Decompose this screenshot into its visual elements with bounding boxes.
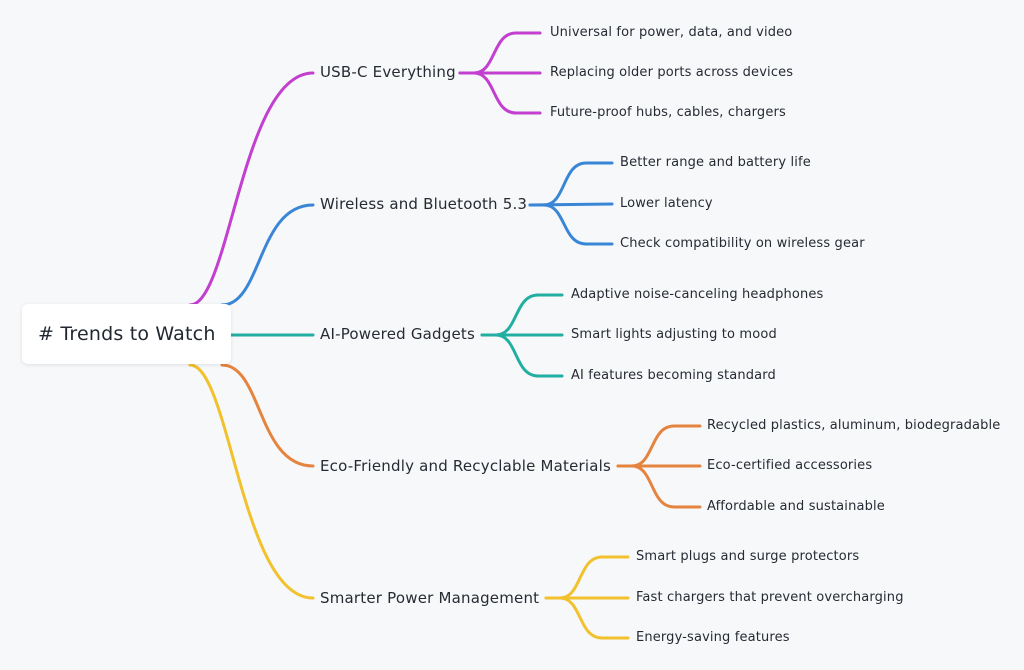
leaf-node[interactable]: Universal for power, data, and video (550, 25, 793, 40)
leaf-connector (480, 333, 564, 378)
leaf-node[interactable]: Energy-saving features (636, 630, 790, 645)
branch-node-wireless[interactable]: Wireless and Bluetooth 5.3 (320, 195, 528, 213)
leaf-connector (528, 203, 614, 246)
leaf-node[interactable]: Adaptive noise-canceling headphones (571, 287, 824, 302)
leaf-node[interactable]: Lower latency (620, 196, 713, 211)
leaf-node[interactable]: Eco-certified accessories (707, 458, 873, 473)
leaf-node[interactable]: AI features becoming standard (571, 368, 776, 383)
leaf-node[interactable]: Future-proof hubs, cables, chargers (550, 105, 786, 120)
branch-node-eco-materials[interactable]: Eco-Friendly and Recyclable Materials (320, 457, 612, 475)
root-connector (220, 363, 315, 468)
leaf-connector (544, 596, 630, 640)
leaf-node[interactable]: Better range and battery life (620, 155, 811, 170)
leaf-node[interactable]: Recycled plastics, aluminum, biodegradab… (707, 418, 1001, 433)
leaf-node[interactable]: Smart plugs and surge protectors (636, 549, 860, 564)
leaf-node[interactable]: Fast chargers that prevent overcharging (636, 590, 904, 605)
leaf-connector (458, 71, 542, 115)
leaf-connector (528, 161, 614, 207)
leaf-connector (616, 424, 702, 468)
leaf-node[interactable]: Smart lights adjusting to mood (571, 327, 777, 342)
root-connector (220, 203, 315, 307)
branch-node-usb-c[interactable]: USB-C Everything (320, 63, 456, 81)
branch-node-power-management[interactable]: Smarter Power Management (320, 589, 540, 607)
root-connector (188, 363, 315, 600)
leaf-connector (480, 293, 564, 337)
leaf-node[interactable]: Check compatibility on wireless gear (620, 236, 865, 251)
leaf-connector (544, 555, 630, 600)
leaf-connector (616, 464, 702, 509)
branch-node-ai-gadgets[interactable]: AI-Powered Gadgets (320, 325, 476, 343)
root-connector (188, 71, 315, 307)
leaf-node[interactable]: Replacing older ports across devices (550, 65, 794, 80)
root-label: # Trends to Watch (38, 323, 216, 345)
root-node[interactable]: # Trends to Watch (22, 304, 231, 364)
leaf-connector (458, 31, 542, 75)
leaf-node[interactable]: Affordable and sustainable (707, 499, 885, 514)
